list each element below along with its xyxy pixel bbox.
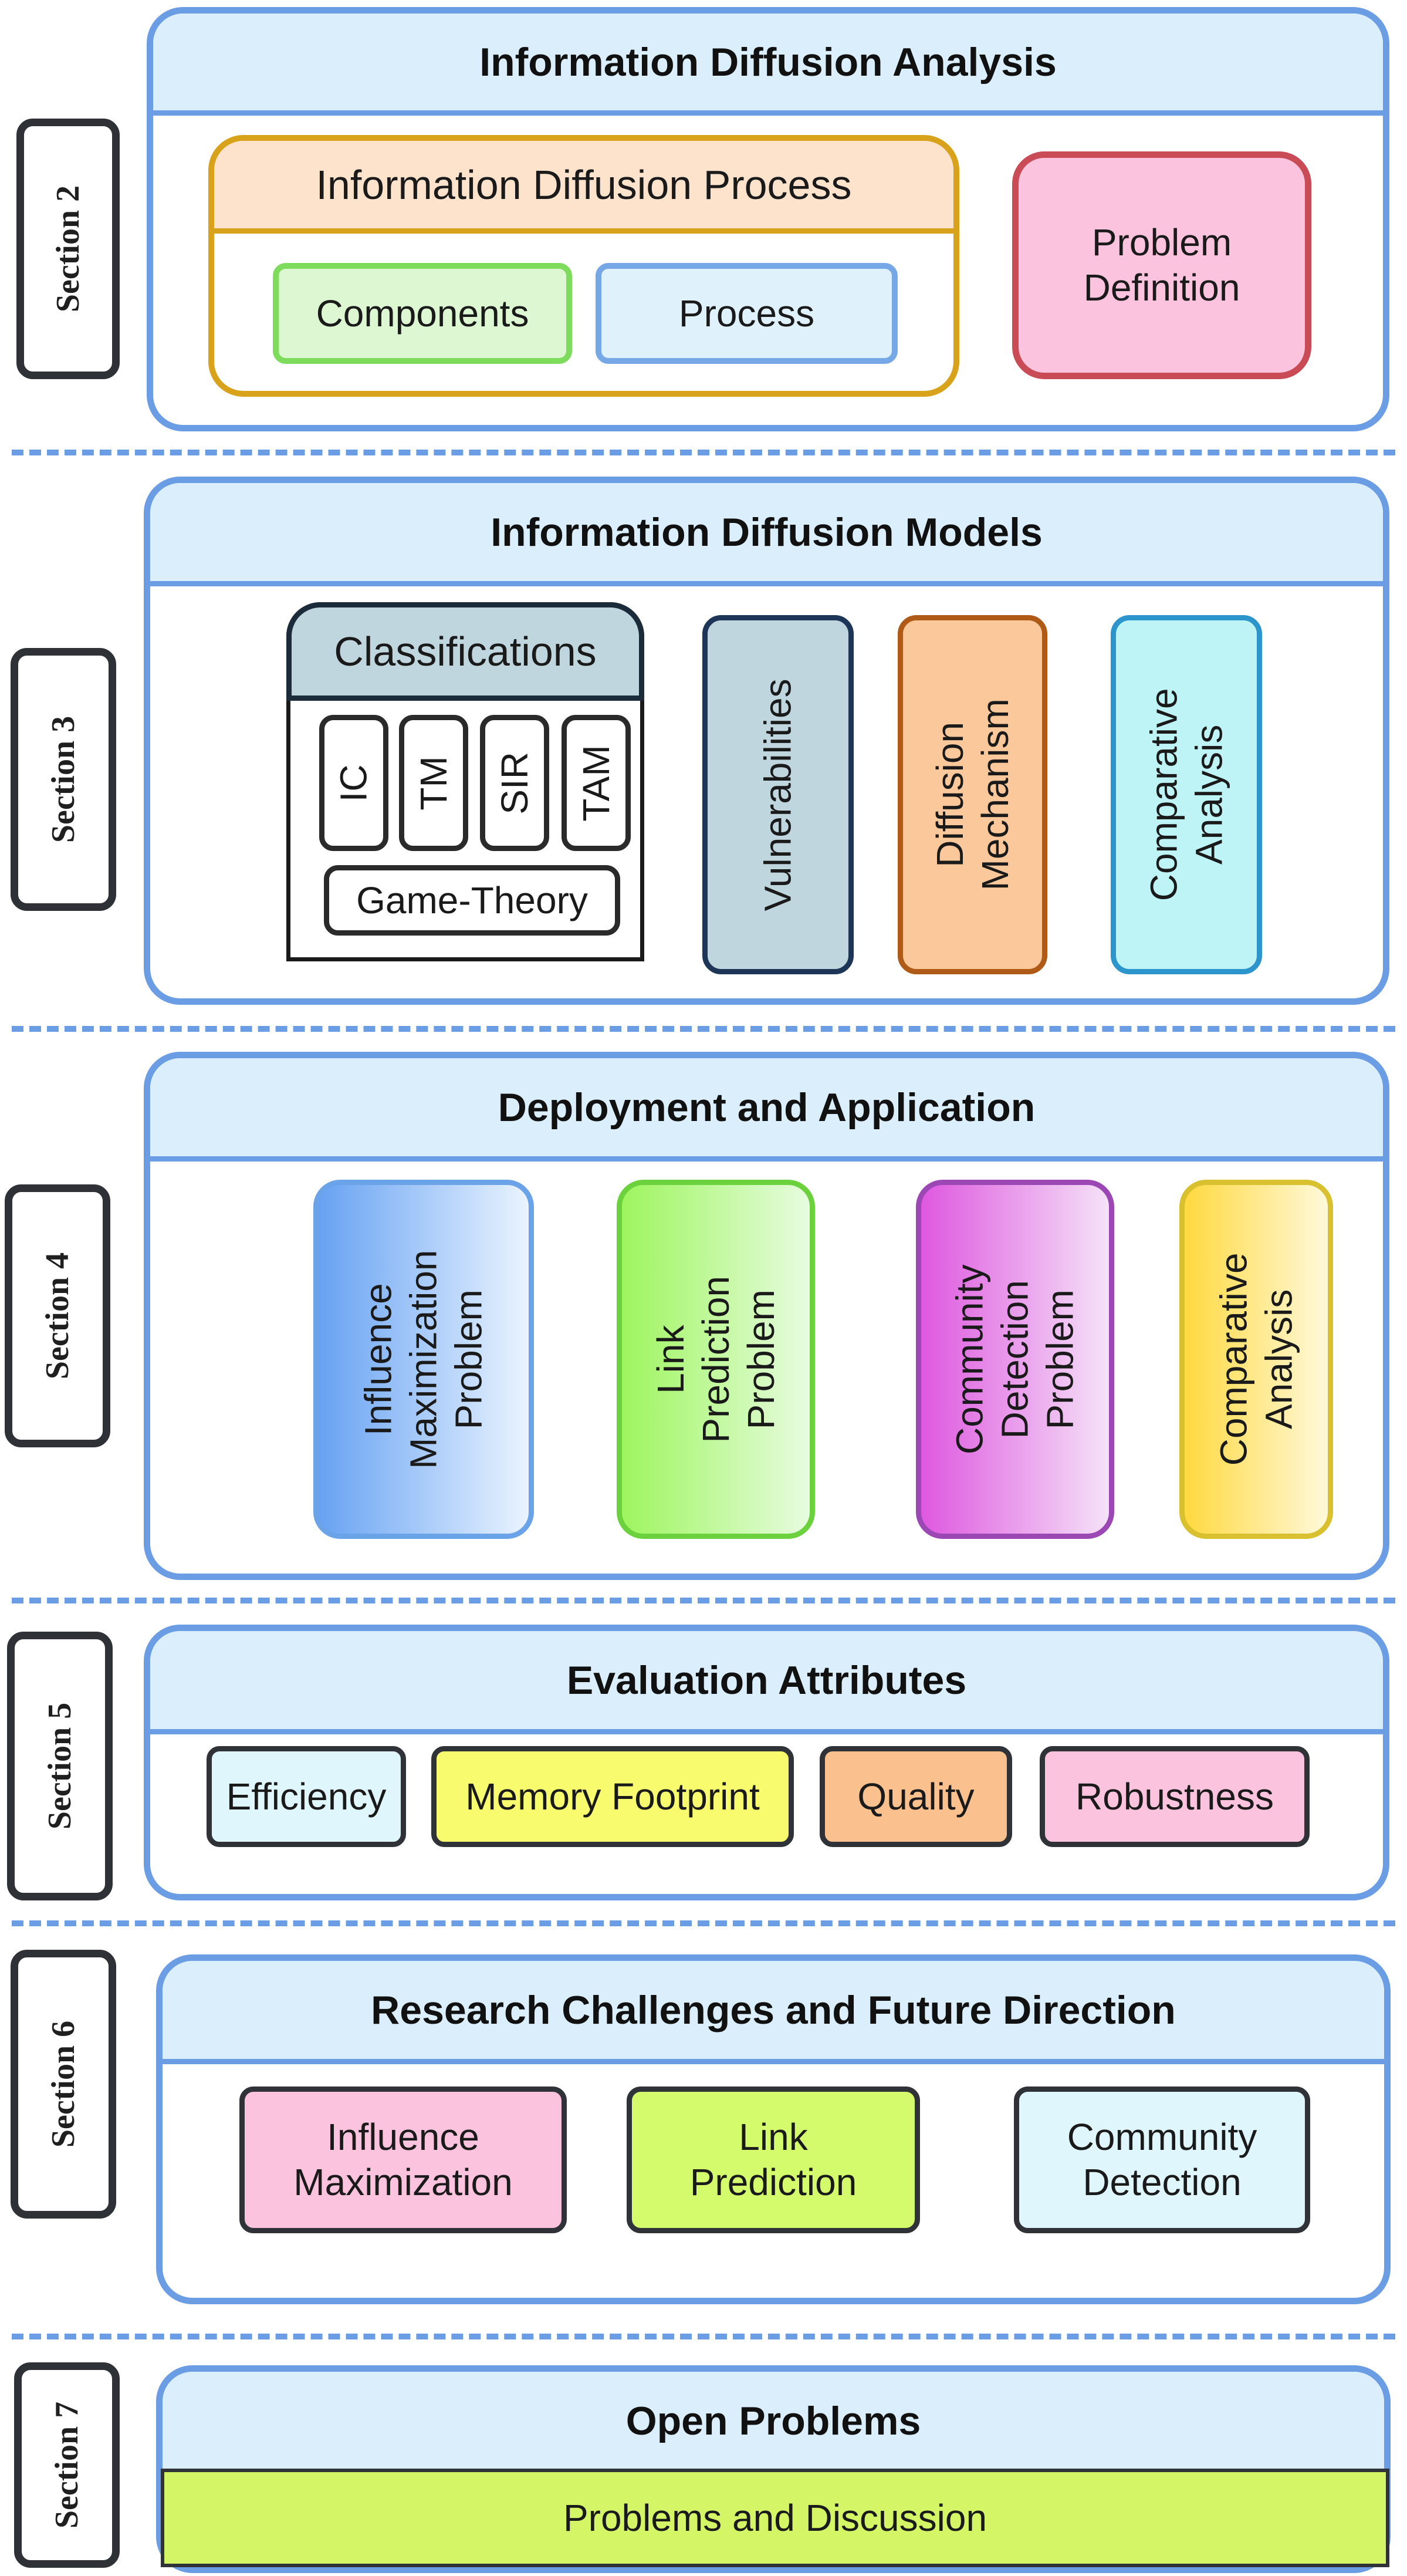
comparative-analysis-box-s3: Comparative Analysis	[1111, 615, 1262, 974]
influence-maximization-problem-text: Influence Maximization Problem	[357, 1250, 490, 1469]
influence-maximization-text: Influence Maximization	[293, 2116, 513, 2203]
comparative-analysis-box-s4: Comparative Analysis	[1179, 1180, 1333, 1539]
model-sir-text: SIR	[493, 751, 536, 815]
components-box: Components	[273, 263, 572, 364]
classifications-title: Classifications	[286, 602, 644, 701]
problem-definition-box: Problem Definition	[1012, 151, 1311, 379]
model-ic-box: IC	[319, 715, 388, 851]
problem-definition-text: Problem Definition	[1083, 221, 1240, 309]
section-4-label: Section 4	[5, 1184, 110, 1447]
influence-maximization-box: Influence Maximization	[239, 2087, 567, 2233]
section-2-label: Section 2	[16, 119, 120, 379]
vulnerabilities-box: Vulnerabilities	[702, 615, 854, 974]
diffusion-mechanism-text: Diffusion Mechanism	[928, 698, 1016, 891]
divider-3	[12, 1598, 1395, 1603]
divider-2	[12, 1026, 1395, 1032]
link-prediction-problem-text: Link Prediction Problem	[649, 1275, 782, 1443]
model-tam-box: TAM	[562, 715, 631, 851]
model-sir-box: SIR	[480, 715, 549, 851]
memory-footprint-box: Memory Footprint	[431, 1746, 794, 1847]
section-4-label-text: Section 4	[39, 1252, 76, 1380]
model-tm-text: TM	[412, 755, 455, 811]
section-5-label-text: Section 5	[42, 1702, 78, 1830]
comparative-analysis-text-s3: Comparative Analysis	[1142, 688, 1230, 902]
game-theory-box: Game-Theory	[324, 865, 620, 936]
panel-title: Research Challenges and Future Direction	[163, 1961, 1384, 2064]
quality-box: Quality	[820, 1746, 1012, 1847]
section-3-label: Section 3	[11, 648, 116, 911]
link-prediction-box: Link Prediction	[627, 2087, 920, 2233]
community-detection-text: Community Detection	[1067, 2116, 1257, 2203]
section-5-label: Section 5	[7, 1632, 113, 1900]
model-ic-text: IC	[332, 764, 375, 802]
panel-title: Deployment and Application	[150, 1058, 1383, 1162]
link-prediction-text: Link Prediction	[689, 2116, 857, 2203]
community-detection-box: Community Detection	[1014, 2087, 1310, 2233]
panel-title: Open Problems	[163, 2372, 1384, 2475]
problems-and-discussion-bar: Problems and Discussion	[161, 2469, 1389, 2567]
section-3-label-text: Section 3	[45, 715, 82, 843]
community-detection-problem-box: Community Detection Problem	[916, 1180, 1114, 1539]
community-detection-problem-text: Community Detection Problem	[948, 1264, 1081, 1454]
panel-title: Information Diffusion Models	[150, 483, 1383, 586]
panel-title: Evaluation Attributes	[150, 1631, 1383, 1734]
section-6-label-text: Section 6	[45, 2020, 82, 2148]
process-group-title: Information Diffusion Process	[214, 141, 953, 234]
divider-5	[12, 2334, 1395, 2339]
vulnerabilities-text: Vulnerabilities	[756, 678, 799, 911]
link-prediction-problem-box: Link Prediction Problem	[617, 1180, 815, 1539]
diffusion-mechanism-box: Diffusion Mechanism	[898, 615, 1047, 974]
process-box: Process	[596, 263, 898, 364]
efficiency-box: Efficiency	[207, 1746, 406, 1847]
section-7-label: Section 7	[14, 2362, 120, 2568]
divider-4	[12, 1920, 1395, 1926]
comparative-analysis-text-s4: Comparative Analysis	[1212, 1252, 1300, 1466]
divider-1	[12, 450, 1395, 455]
section-2-label-text: Section 2	[50, 185, 86, 313]
robustness-box: Robustness	[1040, 1746, 1310, 1847]
panel-title: Information Diffusion Analysis	[153, 13, 1383, 116]
influence-maximization-problem-box: Influence Maximization Problem	[313, 1180, 534, 1539]
section-7-label-text: Section 7	[49, 2401, 85, 2529]
section-6-label: Section 6	[11, 1950, 116, 2219]
model-tam-text: TAM	[574, 744, 617, 822]
model-tm-box: TM	[399, 715, 468, 851]
